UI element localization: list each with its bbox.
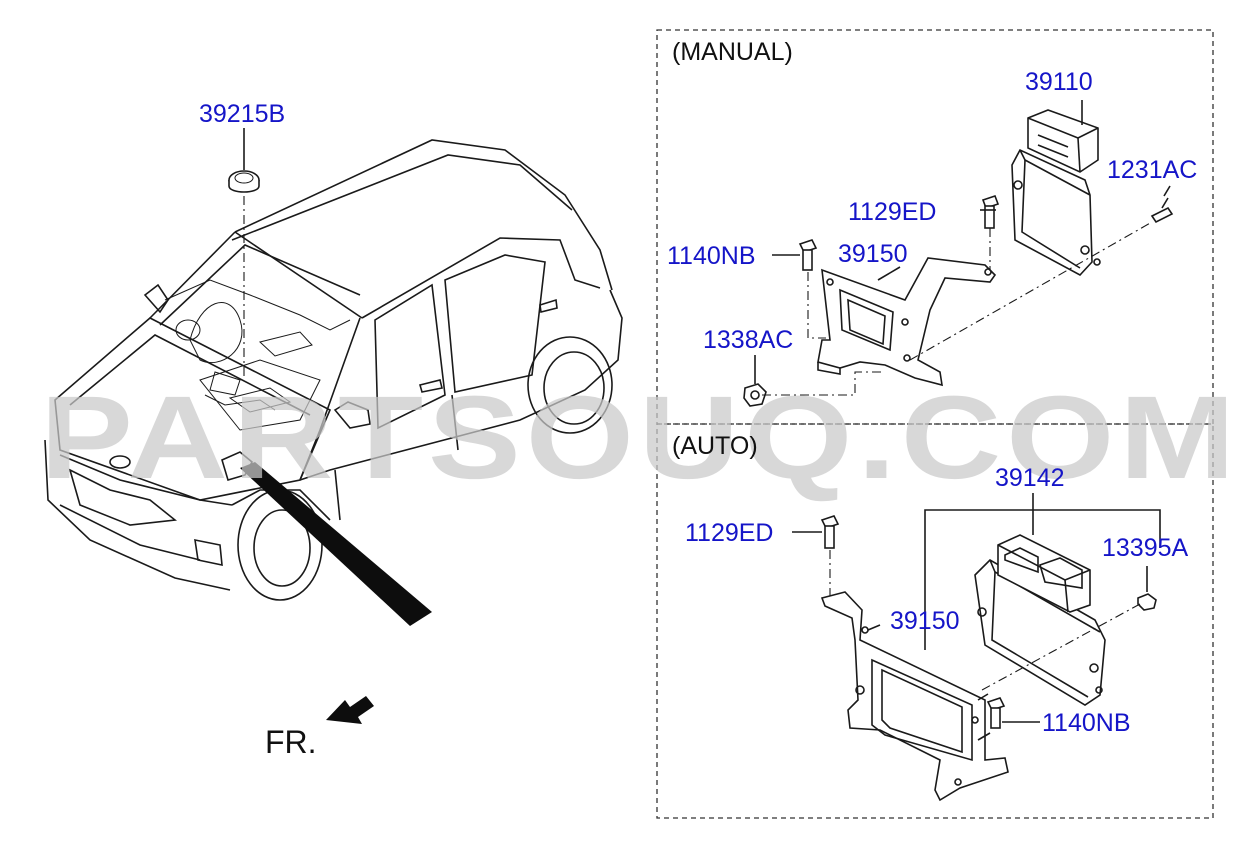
- manual-ecu[interactable]: [1011, 100, 1101, 276]
- front-direction-marker: [326, 696, 374, 724]
- auto-bolt-1129ed[interactable]: [792, 515, 840, 549]
- part-label-1140nb-auto[interactable]: 1140NB: [1042, 709, 1131, 737]
- manual-bolt-1129ed[interactable]: [980, 194, 1000, 229]
- manual-section-box: [656, 29, 1214, 425]
- part-label-1231ac[interactable]: 1231AC: [1107, 156, 1197, 184]
- manual-section-label: (MANUAL): [672, 38, 793, 66]
- manual-nut-1338ac[interactable]: [743, 355, 767, 407]
- manual-bracket[interactable]: [817, 257, 997, 387]
- part-label-13395a[interactable]: 13395A: [1102, 534, 1189, 562]
- front-marker-label: FR.: [265, 724, 317, 760]
- auto-bracket[interactable]: [820, 591, 1009, 802]
- grommet-part[interactable]: [228, 128, 260, 193]
- manual-bolt-1231ac[interactable]: [1150, 185, 1174, 224]
- auto-section-box: [656, 423, 1214, 819]
- manual-bolt-1140nb[interactable]: [772, 239, 818, 271]
- part-label-39150-auto[interactable]: 39150: [890, 607, 960, 635]
- auto-section-label: (AUTO): [672, 432, 758, 460]
- part-label-39150-manual[interactable]: 39150: [838, 240, 908, 268]
- car-illustration: [44, 139, 623, 626]
- part-label-39110[interactable]: 39110: [1025, 68, 1093, 96]
- part-label-1129ed-auto[interactable]: 1129ED: [685, 519, 774, 547]
- part-label-1338ac[interactable]: 1338AC: [703, 326, 793, 354]
- part-label-39215b[interactable]: 39215B: [199, 100, 285, 128]
- auto-bolt-1140nb[interactable]: [986, 697, 1040, 729]
- part-label-1140nb-manual[interactable]: 1140NB: [667, 242, 756, 270]
- auto-nut-13395a[interactable]: [1137, 566, 1157, 611]
- auto-ecu[interactable]: [974, 534, 1106, 706]
- part-label-39142[interactable]: 39142: [995, 464, 1065, 492]
- watermark-text: PARTSOUQ.COM: [40, 372, 1240, 504]
- part-label-1129ed-manual[interactable]: 1129ED: [848, 198, 937, 226]
